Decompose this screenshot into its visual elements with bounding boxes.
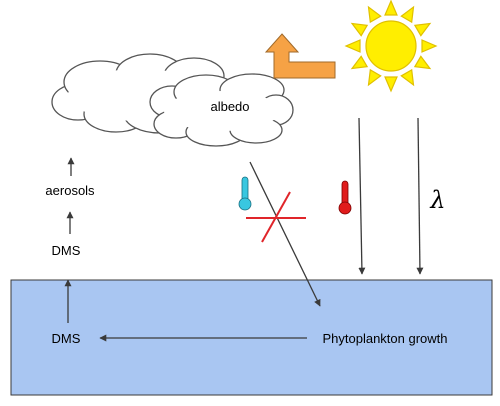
cross-icon bbox=[246, 191, 306, 243]
sun-icon bbox=[344, 0, 438, 93]
bent-arrow-icon bbox=[264, 33, 336, 79]
aerosols-label: aerosols bbox=[45, 183, 95, 198]
thermometer-hot-icon bbox=[338, 180, 352, 215]
cloud-albedo bbox=[149, 73, 294, 147]
albedo-label: albedo bbox=[210, 99, 249, 114]
dms-ocean-label: DMS bbox=[52, 331, 81, 346]
albedo-shade-arrow bbox=[249, 161, 321, 307]
phytoplankton-growth-label: Phytoplankton growth bbox=[322, 331, 447, 346]
thermometer-cold-icon bbox=[238, 176, 252, 211]
sunlight-arrow-left bbox=[358, 117, 366, 275]
dms-air-label: DMS bbox=[52, 243, 81, 258]
lambda-label: λ bbox=[429, 186, 445, 214]
sunlight-arrow-right bbox=[416, 117, 424, 275]
